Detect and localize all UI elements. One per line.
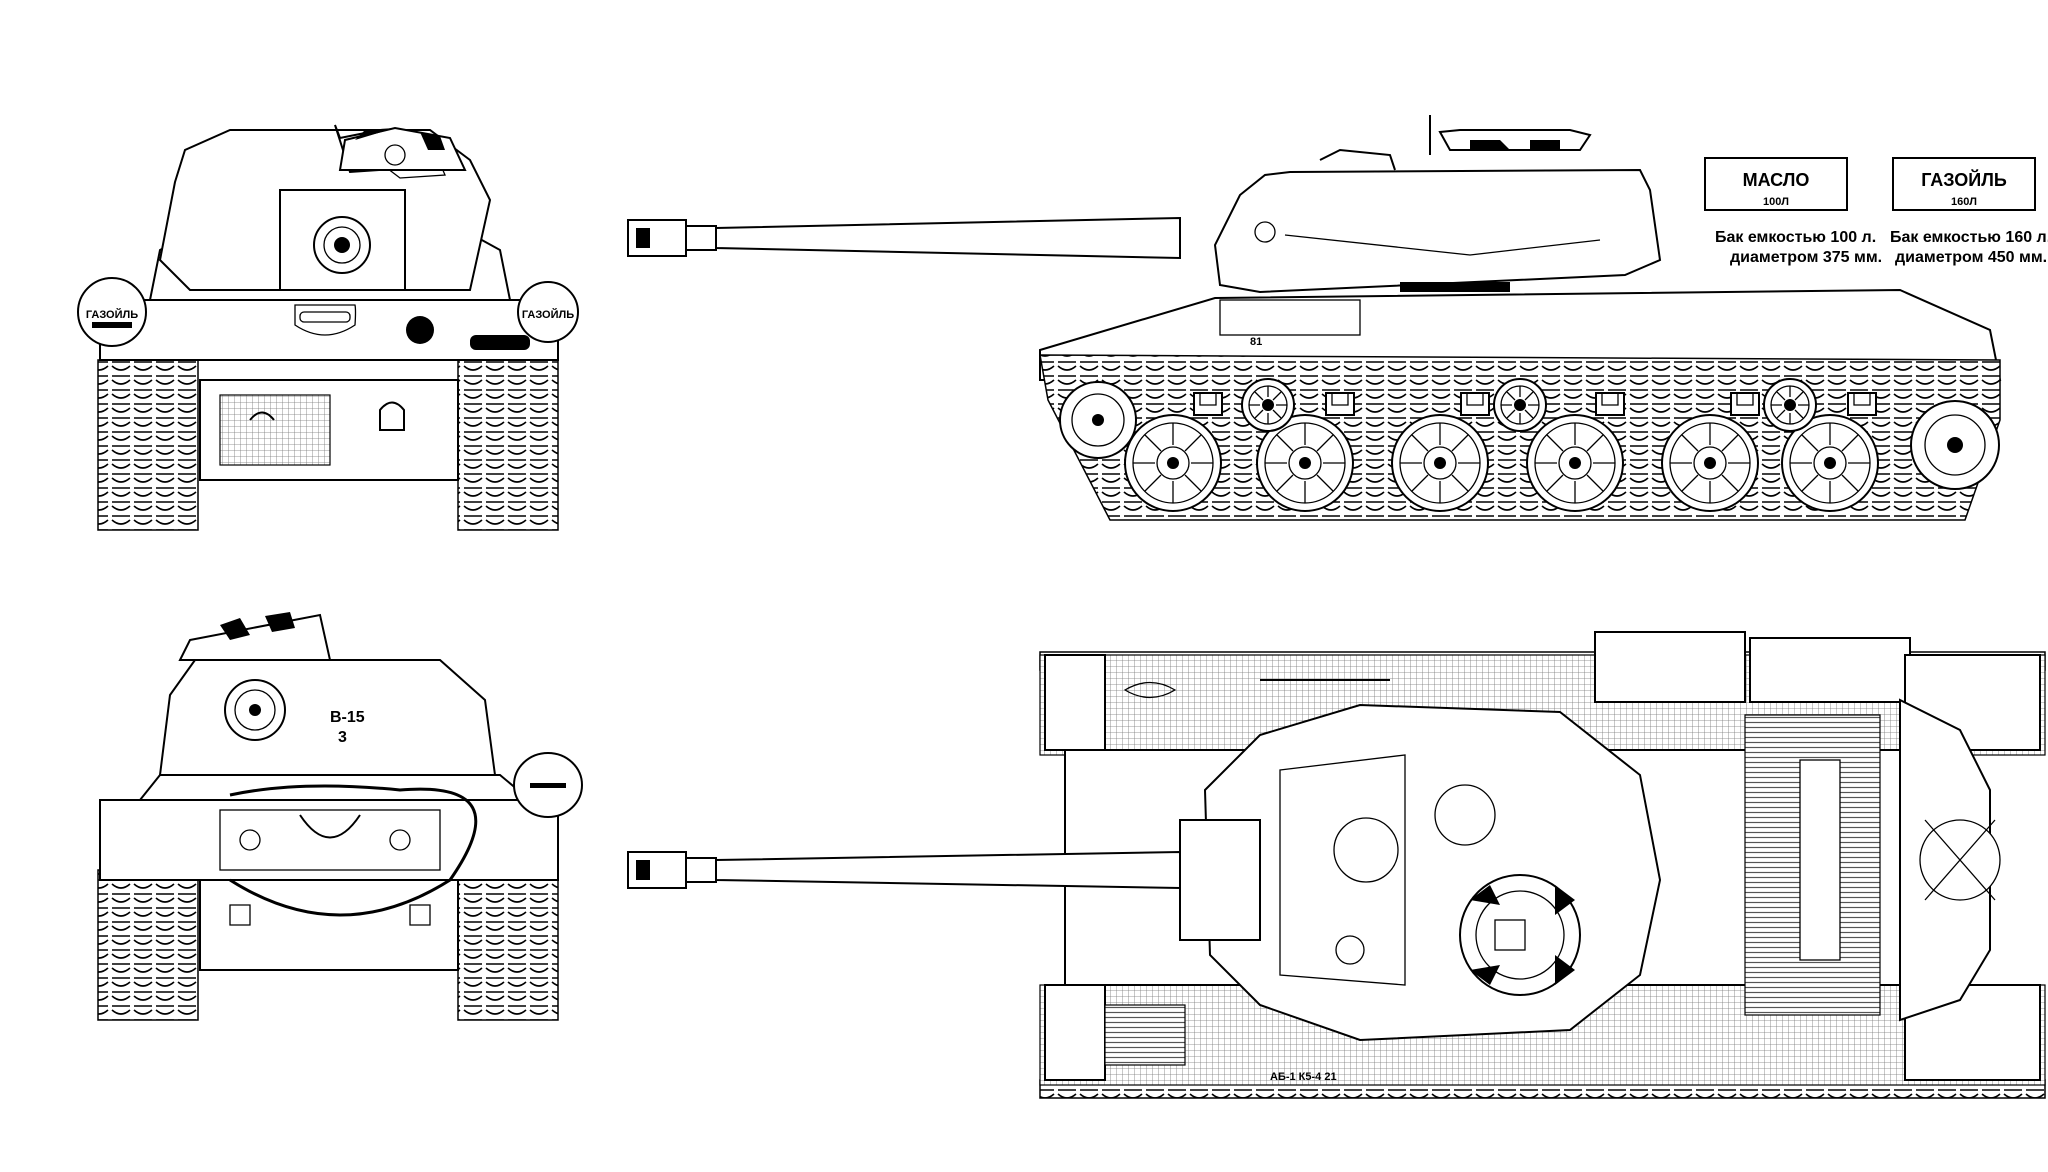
top-mantlet xyxy=(1179,819,1261,941)
svg-text:ГАЗОЙЛЬ: ГАЗОЙЛЬ xyxy=(1921,169,2007,190)
front-left-fuel-drum: ГАЗОЙЛЬ xyxy=(77,277,147,347)
svg-text:ГАЗОЙЛЬ: ГАЗОЙЛЬ xyxy=(86,308,138,321)
svg-text:ГАЗОЙЛЬ: ГАЗОЙЛЬ xyxy=(522,308,574,321)
oil-tank-callout: МАСЛО 100Л Бак емкостью 100 л. диаметром… xyxy=(1704,157,1882,266)
side-turret xyxy=(1213,168,1662,294)
top-gun-barrel xyxy=(627,850,1181,890)
fuel-tank-callout: ГАЗОЙЛЬ 160Л Бак емкостью 160 л. диаметр… xyxy=(1890,157,2048,266)
side-idler-wheel xyxy=(1059,381,1137,459)
side-drive-sprocket xyxy=(1910,400,2000,490)
rear-left-track xyxy=(97,869,199,1021)
svg-text:100Л: 100Л xyxy=(1763,196,1789,208)
top-turret xyxy=(1203,703,1662,1042)
side-gun-barrel xyxy=(627,216,1181,260)
rear-fuel-drum xyxy=(513,752,583,818)
svg-text:МАСЛО: МАСЛО xyxy=(1743,170,1810,190)
tank-rear-view: В-15 3 xyxy=(97,612,583,1021)
svg-text:диаметром 375 мм.: диаметром 375 мм. xyxy=(1730,249,1882,266)
svg-text:81: 81 xyxy=(1250,336,1262,348)
tank-front-view: ГАЗОЙЛЬ ГАЗОЙЛЬ xyxy=(77,124,579,531)
front-right-track xyxy=(457,359,559,531)
front-left-track xyxy=(97,359,199,531)
rear-right-track xyxy=(457,869,559,1021)
svg-text:диаметром 450 мм.: диаметром 450 мм. xyxy=(1895,249,2047,266)
tank-side-view: 81 xyxy=(627,115,2048,521)
rear-turret xyxy=(158,659,497,776)
svg-text:АБ-1 К5-4 21: АБ-1 К5-4 21 xyxy=(1270,1071,1337,1083)
svg-text:Бак емкостью 100 л.: Бак емкостью 100 л. xyxy=(1715,229,1876,246)
tank-top-view: АБ-1 К5-4 21 xyxy=(627,631,2046,1099)
top-commander-cupola xyxy=(1459,874,1581,996)
svg-text:3: 3 xyxy=(338,729,347,746)
front-right-fuel-drum: ГАЗОЙЛЬ xyxy=(517,281,579,343)
svg-text:В-15: В-15 xyxy=(330,709,365,726)
svg-text:Бак емкостью 160 л.: Бак емкостью 160 л. xyxy=(1890,229,2048,246)
svg-text:160Л: 160Л xyxy=(1951,196,1977,208)
